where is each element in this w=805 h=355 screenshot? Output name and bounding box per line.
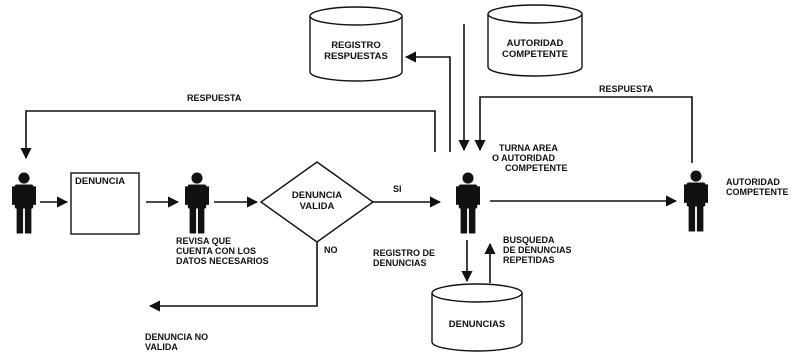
label-no-valida-line1: DENUNCIA NO xyxy=(145,332,208,342)
decision-denuncia-valida: DENUNCIA VALIDA xyxy=(259,161,375,243)
label-no-valida-line2: VALIDA xyxy=(145,342,178,352)
person-authority-icon xyxy=(684,170,708,232)
db-autoridad-competente: AUTORIDAD COMPETENTE xyxy=(487,4,583,77)
person-reviewer-icon xyxy=(185,172,209,234)
db-registro-respuestas: REGISTRO RESPUESTAS xyxy=(309,6,403,82)
edge-decision-no xyxy=(148,242,318,312)
doc-denuncia: DENUNCIA xyxy=(70,172,140,235)
label-registro-line1: REGISTRO DE xyxy=(373,248,435,258)
decision-line1: DENUNCIA xyxy=(292,190,342,201)
db-registro-line1: REGISTRO xyxy=(331,40,381,51)
db-registro-line2: RESPUESTAS xyxy=(324,51,388,62)
label-no: NO xyxy=(324,245,338,255)
label-turna-line3: COMPETENTE xyxy=(505,163,568,173)
label-busqueda-line1: BUSQUEDA xyxy=(503,235,555,245)
db-autoridad-line1: AUTORIDAD xyxy=(507,38,564,49)
label-autoridad-line1: AUTORIDAD xyxy=(726,177,780,187)
label-respuesta-left: RESPUESTA xyxy=(187,93,242,103)
label-autoridad-line2: COMPETENTE xyxy=(726,187,789,197)
person-citizen-icon xyxy=(12,172,36,234)
db-autoridad-line2: COMPETENTE xyxy=(502,49,568,60)
db-denuncias: DENUNCIAS xyxy=(431,283,523,352)
label-registro-line2: DENUNCIAS xyxy=(373,258,427,268)
label-revisa-line3: DATOS NECESARIOS xyxy=(176,256,269,266)
label-turna-line2: O AUTORIDAD xyxy=(492,153,556,163)
edge-respuesta-to-dispatcher xyxy=(474,96,693,163)
label-busqueda-line3: REPETIDAS xyxy=(503,255,555,265)
doc-denuncia-label: DENUNCIA xyxy=(75,176,125,187)
label-revisa-line2: CUENTA CON LOS xyxy=(176,246,256,256)
label-respuesta-right: RESPUESTA xyxy=(599,84,654,94)
db-denuncias-label: DENUNCIAS xyxy=(449,319,505,330)
label-turna-line1: TURNA AREA xyxy=(499,143,558,153)
edge-respuesta-to-citizen xyxy=(20,110,436,160)
person-dispatcher-icon xyxy=(456,172,480,234)
decision-line2: VALIDA xyxy=(300,201,335,212)
edge-to-registro-respuestas xyxy=(404,51,451,152)
label-revisa-line1: REVISA QUE xyxy=(176,236,231,246)
label-si: SI xyxy=(393,184,402,194)
label-busqueda-line2: DE DENUNCIAS xyxy=(503,245,572,255)
